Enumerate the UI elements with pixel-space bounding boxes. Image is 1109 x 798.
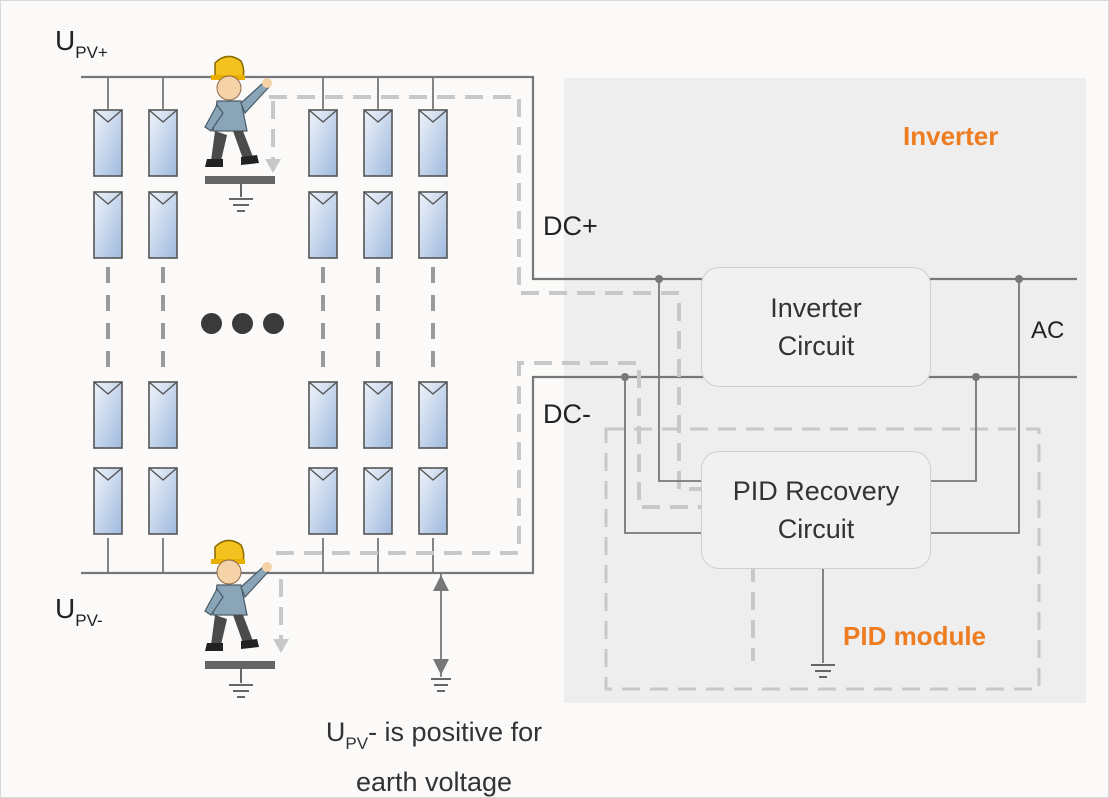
pid-recovery-line2: Circuit	[777, 514, 855, 544]
dc-minus-label: DC-	[543, 399, 591, 429]
more-strings-ellipsis	[201, 313, 294, 339]
dc-plus-label: DC+	[543, 211, 598, 241]
inverter-circuit-line1: Inverter	[770, 293, 862, 323]
inverter-circuit-line2: Circuit	[777, 331, 855, 361]
inverter-panel	[564, 78, 1086, 703]
voltage-note: UPV- is positive for earth voltage	[325, 717, 543, 797]
ac-label: AC	[1031, 317, 1065, 344]
pid-module-title: PID module	[843, 621, 987, 651]
upv-plus-label: UPV+	[55, 25, 108, 62]
worker-top	[204, 55, 273, 168]
inverter-title: Inverter	[903, 121, 999, 151]
upv-minus-label: UPV-	[55, 593, 103, 630]
pid-recovery-line1: PID Recovery	[732, 476, 900, 506]
worker-bottom	[204, 539, 273, 652]
